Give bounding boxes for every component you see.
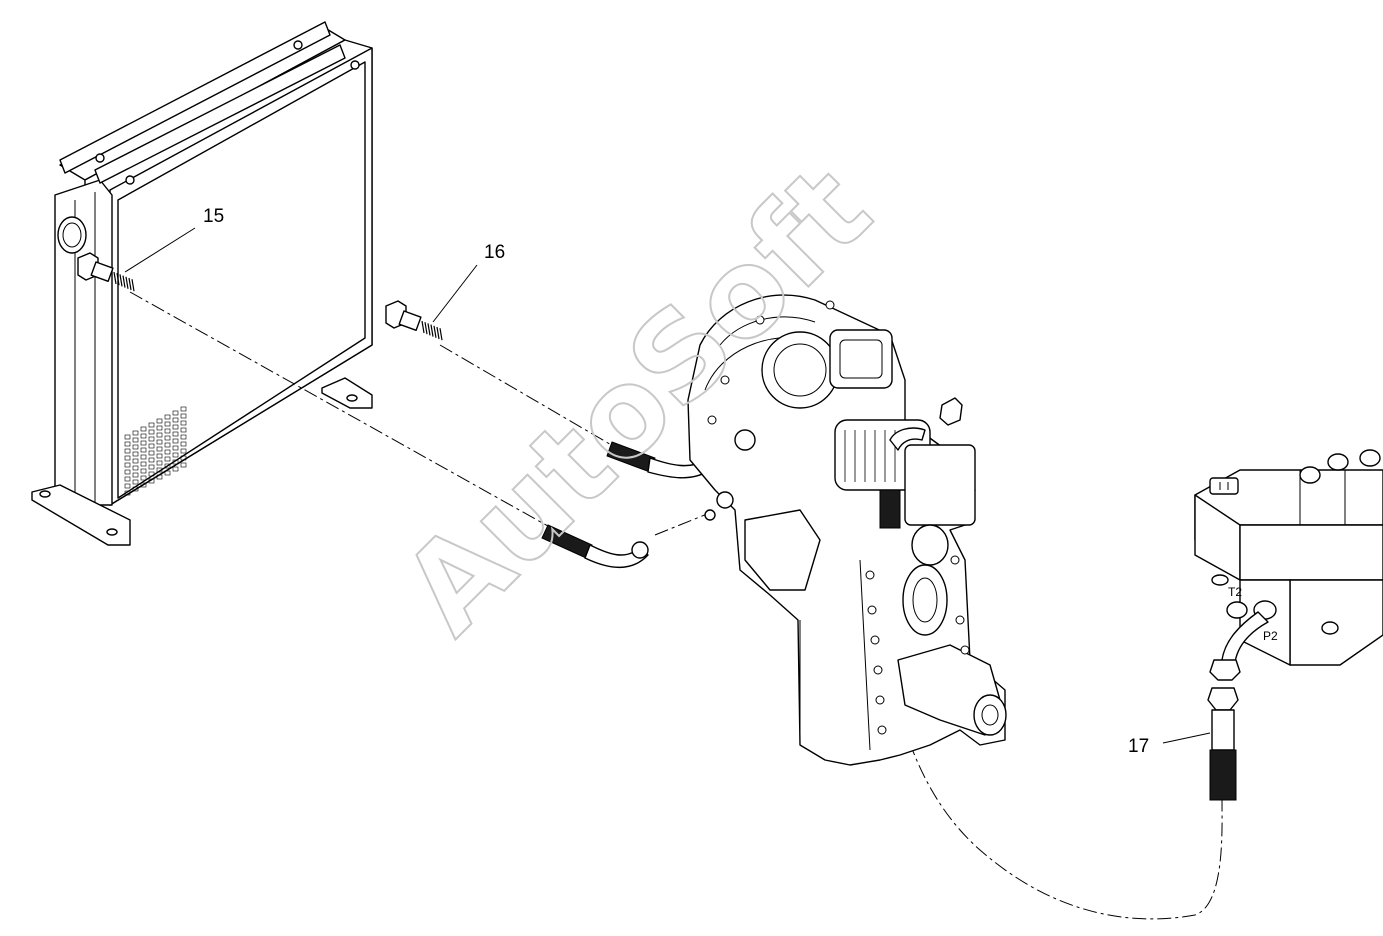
port-label-p2: P2 xyxy=(1263,629,1278,643)
callout-17: 17 xyxy=(1128,732,1211,757)
callout-15: 15 xyxy=(124,206,224,273)
cooler-grille xyxy=(124,406,187,496)
callout-label-17: 17 xyxy=(1128,736,1149,757)
callout-16: 16 xyxy=(432,242,505,323)
callout-label-16: 16 xyxy=(484,242,505,263)
oil-cooler xyxy=(31,21,373,546)
fitting-16 xyxy=(385,300,443,341)
transmission xyxy=(687,294,1007,766)
port-label-t2: T2 xyxy=(1228,585,1242,599)
hose-17 xyxy=(1207,611,1269,801)
control-valve: T2 P2 xyxy=(1194,449,1383,666)
hose-assembly-lower xyxy=(541,524,649,568)
callout-label-15: 15 xyxy=(203,206,224,227)
fitting-15 xyxy=(77,252,135,292)
